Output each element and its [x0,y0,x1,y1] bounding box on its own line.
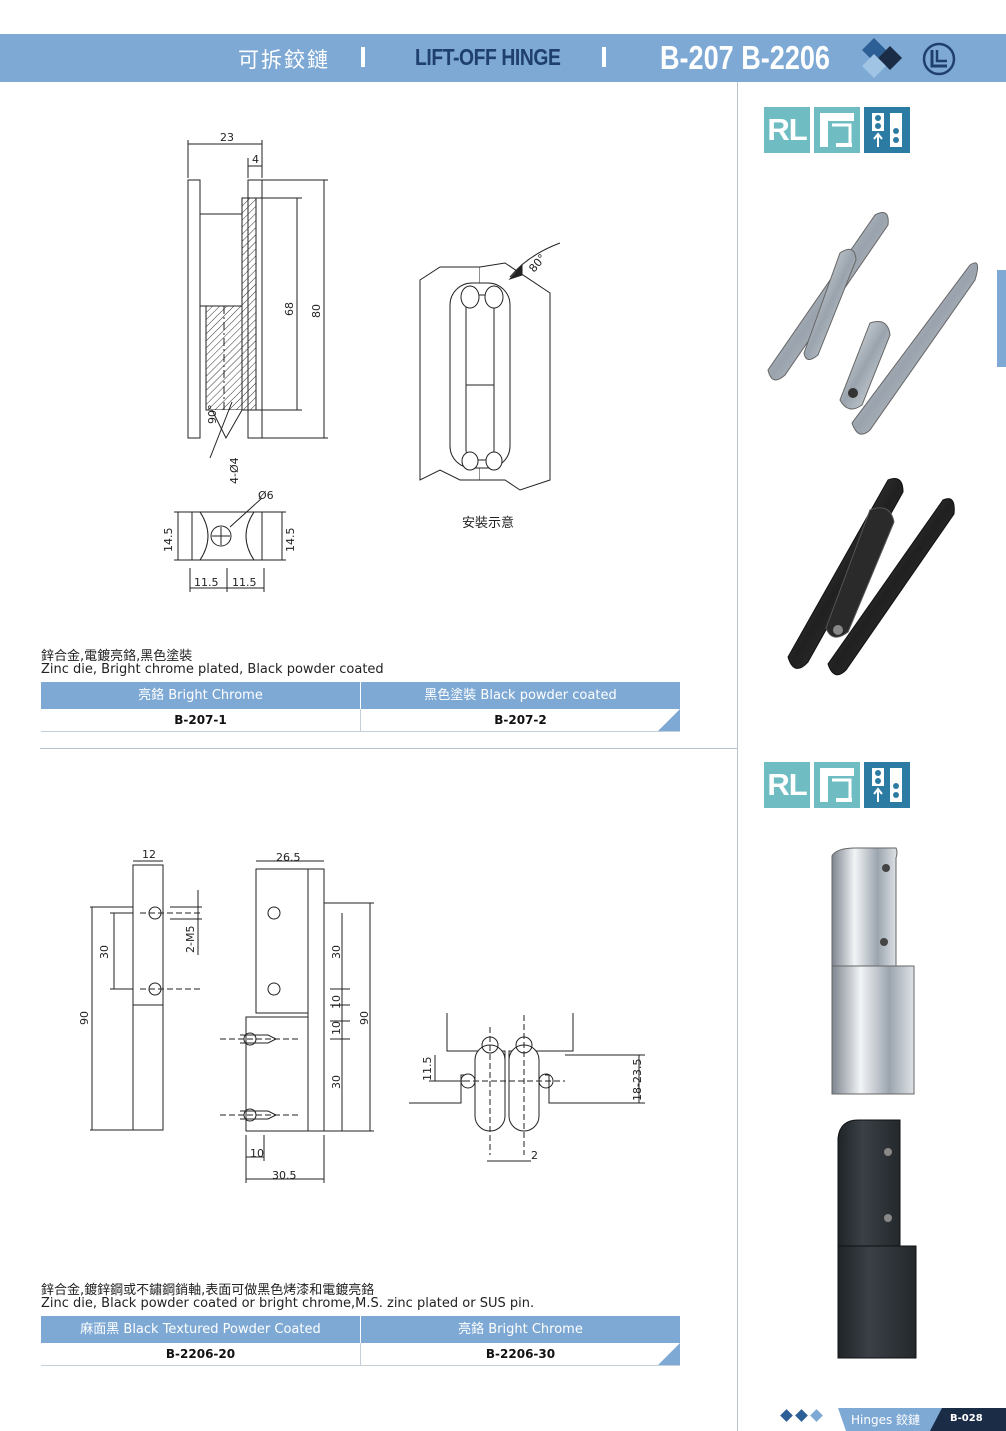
header-separator [602,47,606,67]
header-separator [361,47,365,67]
dim-68: 68 [283,302,296,316]
b207-chrome-photo [767,212,979,435]
column-header: 黑色塗裝 Black powder coated [360,682,680,709]
dim-14-5-right: 14.5 [284,528,297,553]
rl-icon: RL [764,762,810,808]
b2206-install-diagram: 11.5 18-23.5 2 [409,1013,645,1162]
mounting-screw-icon [864,762,910,808]
feature-icons: RL [764,762,910,808]
install-label: 安裝示意 [462,516,515,531]
b2206-caption-en: Zinc die, Black powder coated or bright … [41,1296,535,1311]
header-title-en: LIFT-OFF HINGE [415,44,561,70]
brand-logo-icon [922,42,956,76]
table-corner-accent [658,1343,680,1365]
dim-gap-2: 2 [531,1149,538,1162]
dim-10-lower: 10 [330,1021,343,1035]
dim-10-upper: 10 [330,995,343,1009]
dim-11-5-left: 11.5 [194,576,219,589]
column-header: 亮鉻 Bright Chrome [138,688,263,703]
b207-caption-en: Zinc die, Bright chrome plated, Black po… [41,662,384,677]
dim-30-top: 30 [330,945,343,959]
dim-30-5: 30.5 [272,1169,297,1182]
table-header: 麻面黑 Black Textured Powder Coated 亮鉻 Brig… [41,1316,680,1343]
diamond-emblem-icon [862,38,902,78]
dim-4: 4 [252,153,259,166]
open-angle-label: 80° [526,252,548,275]
table-row: B-2206-20 B-2206-30 [41,1343,680,1366]
table-corner-accent [658,709,680,731]
diamond-icon [780,1409,793,1422]
table-cell: B-2206-20 [165,1347,236,1361]
b207-spec-table: 亮鉻 Bright Chrome 黑色塗裝 Black powder coate… [41,682,680,732]
dim-2-m5: 2-M5 [184,926,197,953]
table-cell: B-2206-30 [360,1343,680,1365]
column-divider [737,82,738,1431]
column-header: 麻面黑 Black Textured Powder Coated [80,1322,321,1337]
dim-90-front: 90 [358,1011,371,1025]
header-title-cn: 可拆鉸鏈 [238,48,330,72]
dim-90-deg: 90° [206,405,219,425]
b2206-chrome-photo [831,847,915,1095]
dim-4-holes: 4-Ø4 [228,457,241,484]
diamond-icon [810,1409,823,1422]
dim-12: 12 [142,848,156,861]
dim-11-5: 11.5 [421,1057,434,1082]
table-cell: B-207-1 [174,713,227,727]
b2206-technical-drawing: 12 26.5 2-M5 30 90 30 10 10 90 30 10 30.… [78,848,374,1183]
section-divider [40,748,737,749]
diamond-icon [795,1409,808,1422]
dim-26-5: 26.5 [276,851,301,864]
header-band [0,34,1006,82]
b207-caption-cn: 鋅合金,電鍍亮鉻,黑色塗裝 [41,649,193,664]
dim-80: 80 [310,304,323,318]
dim-90-side: 90 [78,1011,91,1025]
b207-technical-drawing: 23 4 80 68 90° 4-Ø4 Ø6 14.5 14.5 11.5 11… [162,131,328,592]
side-tab-marker [997,270,1006,367]
column-header: 亮鉻 Bright Chrome [360,1316,680,1343]
mounting-screw-icon [864,107,910,153]
dim-23: 23 [220,131,234,144]
dim-d6: Ø6 [258,489,274,502]
table-cell: B-207-2 [360,709,680,731]
dim-18-23-5: 18-23.5 [631,1059,644,1101]
dim-30-bottom: 30 [330,1075,343,1089]
footer-section-label: Hinges 鉸鏈 [851,1413,921,1427]
page-number: B-028 [950,1413,983,1424]
b2206-black-photo [837,1119,917,1359]
dim-30-side: 30 [98,945,111,959]
b207-black-photo [787,478,955,676]
footer-tab [838,1408,1006,1431]
frame-mount-icon [814,762,860,808]
frame-mount-icon [814,107,860,153]
dim-14-5-left: 14.5 [162,528,175,553]
table-row: B-207-1 B-207-2 [41,709,680,732]
footer-diamond-icons [780,1409,823,1422]
feature-icons: RL [764,107,910,153]
dim-10-width: 10 [250,1147,264,1160]
b2206-caption-cn: 鋅合金,鍍鋅鋼或不鏽鋼銷軸,表面可做黑色烤漆和電鍍亮鉻 [41,1283,375,1298]
table-header: 亮鉻 Bright Chrome 黑色塗裝 Black powder coate… [41,682,680,709]
header-product-codes: B-207 B-2206 [660,39,830,76]
dim-11-5-right: 11.5 [232,576,257,589]
rl-icon: RL [764,107,810,153]
b207-install-diagram: 80° [419,242,561,491]
b2206-spec-table: 麻面黑 Black Textured Powder Coated 亮鉻 Brig… [41,1316,680,1366]
